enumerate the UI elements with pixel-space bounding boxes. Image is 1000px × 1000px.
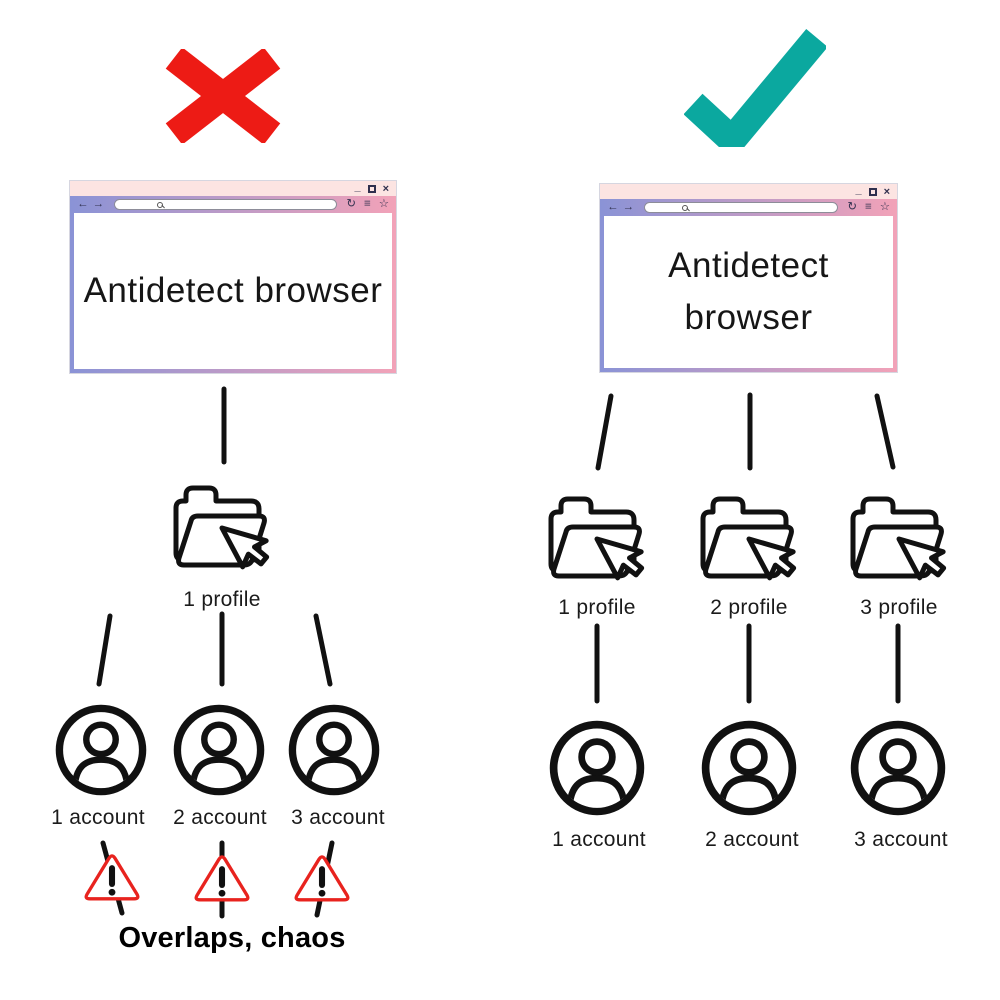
browser-toolbar: ← → ↻ ≡ ☆ [70, 196, 396, 213]
account-label-left-3: 3 account [291, 806, 385, 829]
browser-content: Antidetect browser [604, 216, 893, 368]
back-arrow-icon: ← [77, 198, 89, 210]
star-icon: ☆ [378, 198, 389, 210]
url-bar [644, 202, 839, 213]
refresh-icon: ↻ [847, 201, 857, 213]
menu-icon: ≡ [864, 201, 872, 213]
profile-folder-icon-right-1 [537, 485, 657, 597]
warning-icon-2 [194, 854, 250, 902]
browser-toolbar: ← → ↻ ≡ ☆ [600, 199, 897, 216]
window-titlebar: _ × [600, 184, 897, 199]
connector-left-profile-account-1 [96, 613, 113, 687]
menu-icon: ≡ [363, 198, 371, 210]
check-mark-icon [684, 29, 826, 147]
refresh-icon: ↻ [346, 198, 356, 210]
browser-title: Antidetect browser [668, 245, 829, 338]
url-bar [114, 199, 338, 210]
minimize-icon: _ [855, 183, 862, 196]
account-label-right-3: 3 account [854, 828, 948, 851]
account-icon-right-3 [850, 720, 946, 816]
account-label-right-1: 1 account [552, 828, 646, 851]
warning-icon-1 [84, 853, 140, 901]
account-icon-left-2 [173, 704, 265, 796]
profile-folder-icon-right-2 [689, 485, 809, 597]
profile-label-right-2: 2 profile [710, 596, 788, 619]
account-icon-left-1 [55, 704, 147, 796]
close-icon: × [382, 182, 389, 195]
browser-content: Antidetect browser [74, 213, 392, 369]
account-icon-right-1 [549, 720, 645, 816]
profile-label-left: 1 profile [183, 588, 261, 611]
minimize-icon: _ [354, 180, 361, 193]
maximize-icon [367, 184, 376, 193]
account-icon-left-3 [288, 704, 380, 796]
search-icon [681, 204, 688, 211]
browser-title: Antidetect browser [83, 270, 383, 310]
account-icon-right-2 [701, 720, 797, 816]
forward-arrow-icon: → [92, 198, 105, 210]
connector-right-browser-profile-1 [595, 393, 614, 471]
x-mark-icon [165, 49, 281, 143]
maximize-icon [868, 187, 877, 196]
window-titlebar: _ × [70, 181, 396, 196]
caption-overlaps-chaos: Overlaps, chaos [118, 922, 346, 954]
account-label-right-2: 2 account [705, 828, 799, 851]
browser-frame: Antidetect browser [600, 216, 897, 372]
connector-right-browser-profile-3 [874, 393, 896, 470]
close-icon: × [883, 185, 890, 198]
account-label-left-2: 2 account [173, 806, 267, 829]
browser-window-left: _ × ← → ↻ ≡ ☆ Antidetect browser [70, 181, 396, 373]
profile-label-right-3: 3 profile [860, 596, 938, 619]
profile-folder-icon-right-3 [839, 485, 959, 597]
profile-folder-icon-left [162, 474, 282, 586]
profile-label-right-1: 1 profile [558, 596, 636, 619]
back-arrow-icon: ← [607, 201, 619, 213]
forward-arrow-icon: → [622, 201, 635, 213]
browser-frame: Antidetect browser [70, 213, 396, 373]
account-label-left-1: 1 account [51, 806, 145, 829]
search-icon [157, 201, 164, 208]
connector-left-profile-account-3 [313, 613, 333, 687]
browser-window-right: _ × ← → ↻ ≡ ☆ Antidetect browser [600, 184, 897, 372]
star-icon: ☆ [879, 201, 890, 213]
warning-icon-3 [294, 854, 350, 902]
